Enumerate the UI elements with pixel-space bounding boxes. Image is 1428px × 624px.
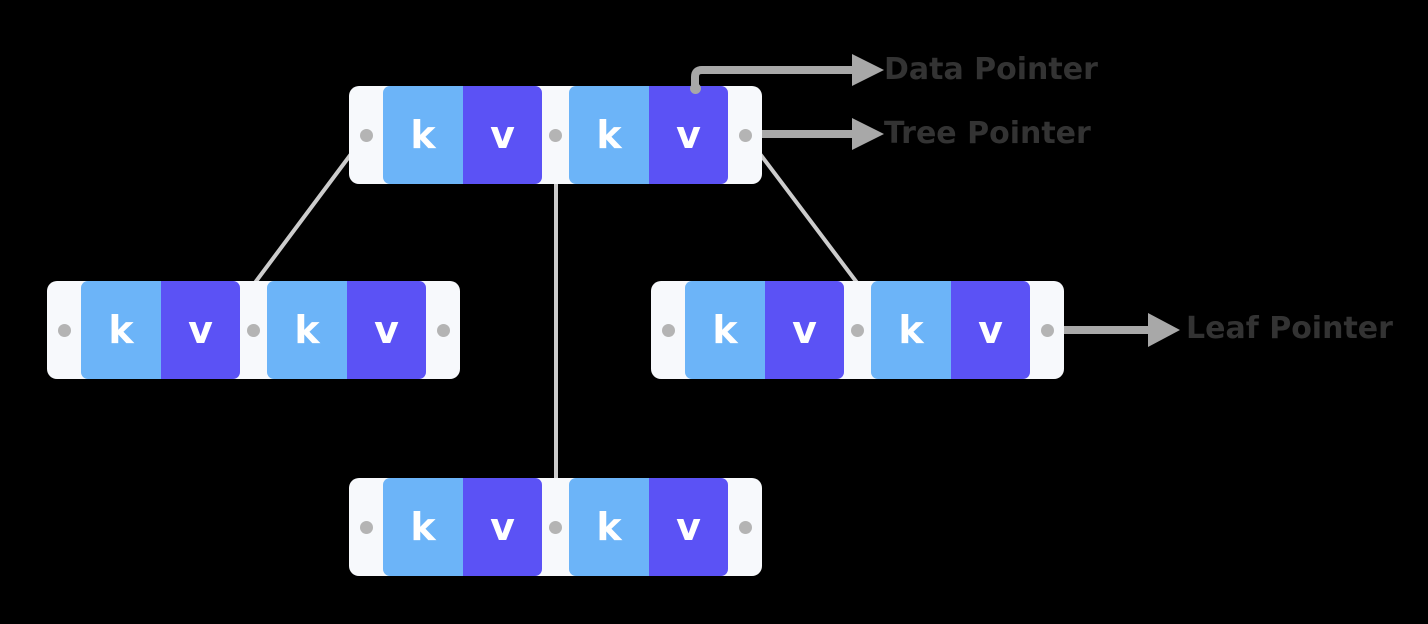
bottom-leaf-pointer-slot-0[interactable] [349,478,383,576]
data-pointer-dot[interactable] [690,83,701,94]
bottom-leaf-node[interactable]: k v k v [349,478,762,576]
root-value-cell-0[interactable]: v [463,86,542,184]
right-leaf-value-cell-1[interactable]: v [951,281,1030,379]
leaf-pointer-dot[interactable] [359,520,373,534]
root-node[interactable]: k v k v [349,86,762,184]
right-leaf-value-cell-0[interactable]: v [765,281,844,379]
bottom-leaf-value-cell-1[interactable]: v [649,478,728,576]
tree-pointer-dot[interactable] [738,128,752,142]
root-value-cell-1[interactable]: v [649,86,728,184]
root-pointer-slot-0[interactable] [349,86,383,184]
right-leaf-key-cell-0[interactable]: k [685,281,765,379]
left-leaf-value-cell-0[interactable]: v [161,281,240,379]
bottom-leaf-key-cell-1[interactable]: k [569,478,649,576]
right-leaf-pointer-slot-2[interactable] [1030,281,1064,379]
right-leaf-key-cell-1[interactable]: k [871,281,951,379]
bottom-leaf-pointer-slot-2[interactable] [728,478,762,576]
leaf-pointer-dot[interactable] [661,323,675,337]
left-leaf-value-cell-1[interactable]: v [347,281,426,379]
right-leaf-pointer-slot-0[interactable] [651,281,685,379]
right-leaf-node[interactable]: k v k v [651,281,1064,379]
tree-pointer-arrowhead [852,118,884,150]
right-leaf-pointer-slot-1[interactable] [844,281,871,379]
root-pointer-slot-2[interactable] [728,86,762,184]
tree-pointer-dot[interactable] [549,128,562,142]
leaf-pointer-dot[interactable] [247,323,260,337]
root-key-cell-1[interactable]: k [569,86,649,184]
leaf-pointer-dot[interactable] [851,323,864,337]
left-leaf-pointer-slot-0[interactable] [47,281,81,379]
leaf-pointer-dot[interactable] [738,520,752,534]
leaf-pointer-label: Leaf Pointer [1186,311,1393,346]
leaf-pointer-dot[interactable] [436,323,450,337]
leaf-pointer-dot[interactable] [57,323,71,337]
root-key-cell-0[interactable]: k [383,86,463,184]
bottom-leaf-pointer-slot-1[interactable] [542,478,569,576]
left-leaf-pointer-slot-1[interactable] [240,281,267,379]
data-pointer-arrowhead [852,54,884,86]
tree-pointer-dot[interactable] [359,128,373,142]
data-pointer-label: Data Pointer [884,52,1098,87]
leaf-pointer-arrowhead [1148,313,1180,347]
leaf-pointer-dot[interactable] [1040,323,1054,337]
left-leaf-key-cell-0[interactable]: k [81,281,161,379]
left-leaf-pointer-slot-2[interactable] [426,281,460,379]
tree-pointer-label: Tree Pointer [884,116,1091,151]
left-leaf-key-cell-1[interactable]: k [267,281,347,379]
root-pointer-slot-1[interactable] [542,86,569,184]
bottom-leaf-value-cell-0[interactable]: v [463,478,542,576]
bottom-leaf-key-cell-0[interactable]: k [383,478,463,576]
leaf-pointer-dot[interactable] [549,520,562,534]
left-leaf-node[interactable]: k v k v [47,281,460,379]
